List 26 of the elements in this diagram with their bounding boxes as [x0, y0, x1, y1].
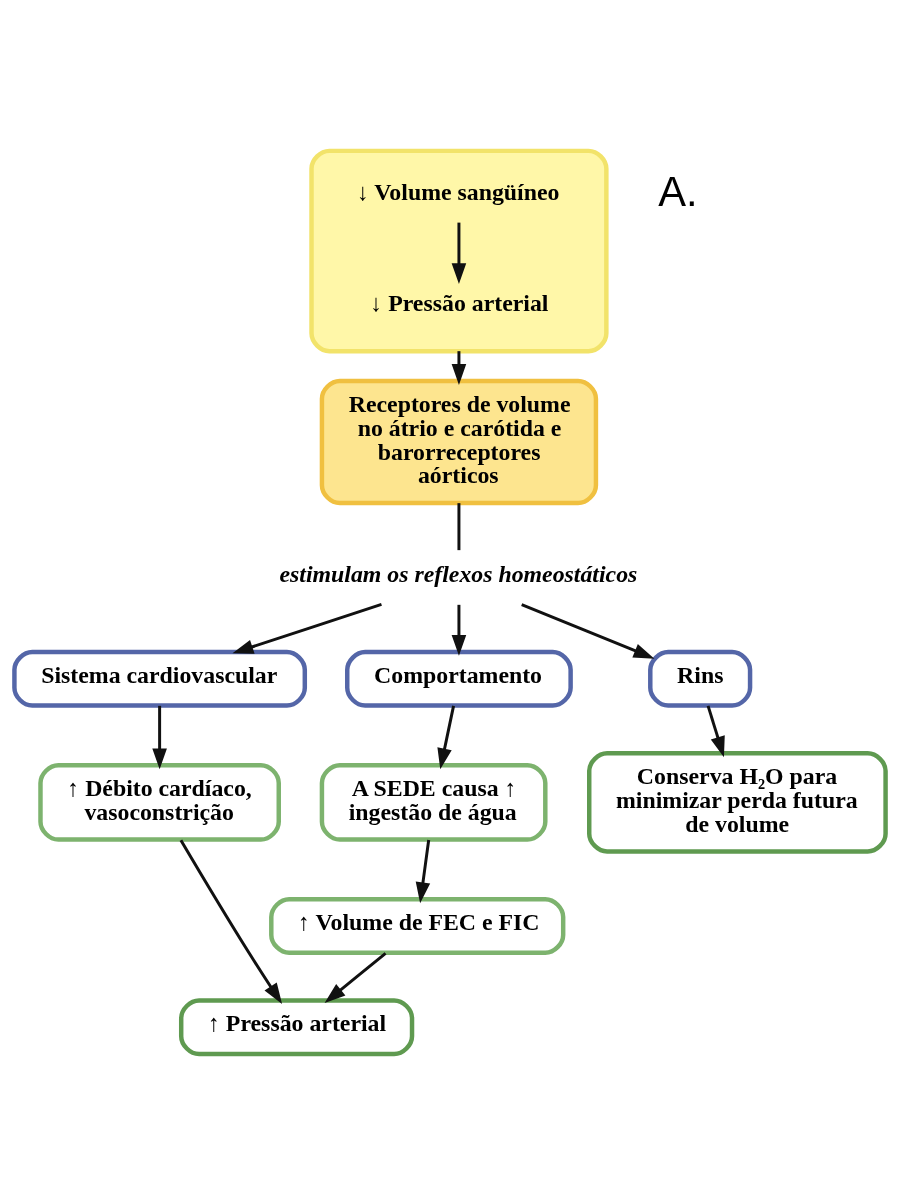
arrow — [324, 951, 387, 1003]
connector — [457, 502, 461, 550]
node-box: Conserva H₂O para minimizar perda futura de volume — [587, 750, 888, 854]
arrow — [437, 705, 455, 769]
node-box: Receptores de volume no átrio e carótida e barorreceptores aórticos — [319, 378, 599, 505]
node-box: A SEDE causa ↑ ingestão de água — [319, 762, 548, 842]
arrow — [232, 602, 382, 654]
arrow — [451, 350, 467, 385]
arrow — [706, 704, 725, 757]
node-text: ↓ Pressão arterial — [370, 289, 549, 316]
node-box: Comportamento — [345, 649, 573, 708]
node-box: Rins — [648, 649, 753, 708]
node-text: ↓ Volume sangüíneo — [356, 178, 560, 205]
cluster — [309, 148, 609, 353]
arrow — [451, 604, 467, 656]
arrow — [152, 705, 167, 769]
arrow — [415, 839, 431, 903]
node-box: ↑ Débito cardíaco, vasoconstrição — [38, 762, 281, 842]
node-box: ↑ Volume de FEC e FIC — [269, 896, 566, 955]
node-text: estimulam os reflexos homeostáticos — [279, 560, 638, 587]
node-box: Sistema cardiovascular — [12, 649, 308, 708]
arrow — [179, 838, 283, 1004]
label: A. — [658, 167, 698, 215]
arrow — [451, 222, 467, 284]
arrow — [521, 602, 655, 659]
node-box: ↑ Pressão arterial — [178, 997, 415, 1056]
